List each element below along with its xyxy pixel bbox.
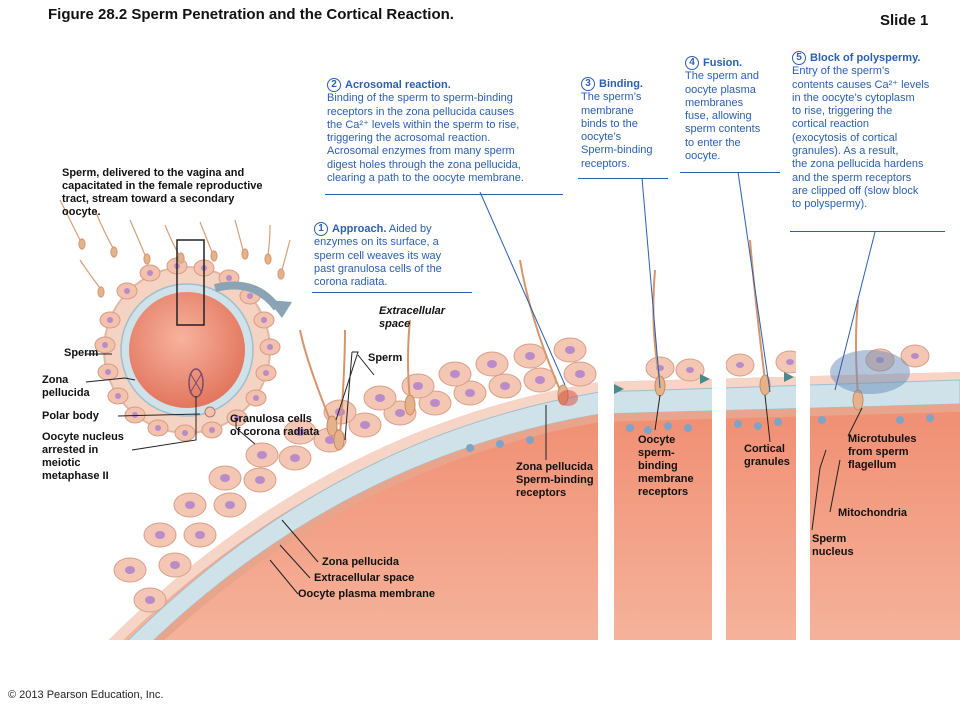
- copyright: © 2013 Pearson Education, Inc.: [8, 689, 164, 701]
- cross-section: [70, 372, 960, 681]
- panel-separators: [598, 190, 810, 720]
- oocyte-plasma-membrane-label: Oocyte plasma membrane: [298, 588, 435, 600]
- step-2-text: Binding of the sperm to sperm-binding re…: [327, 92, 524, 185]
- step-acrosomal-reaction: 2 Acrosomal reaction. Binding of the sper…: [327, 78, 577, 185]
- mitochondria-label: Mitochondria: [838, 507, 908, 519]
- step-2-number: 2: [327, 78, 341, 92]
- cortical-granules: [466, 414, 934, 452]
- oocyte-sperm-binding-receptors-label: Oocyte sperm- binding membrane receptors: [638, 434, 694, 498]
- polar-body-dot: [204, 406, 216, 418]
- step-pointer-lines: [479, 171, 876, 393]
- acrosomal-hole: [558, 390, 578, 406]
- figure-title: Figure 28.2 Sperm Penetration and the Co…: [48, 6, 454, 23]
- polar-body-label: Polar body: [42, 410, 99, 422]
- extracellular-space-label: Extracellular space: [379, 305, 446, 330]
- intro-label: Sperm, delivered to the vagina and capac…: [62, 167, 263, 218]
- step-block-of-polyspermy: 5 Block of polyspermy. Entry of the sperm…: [792, 51, 957, 212]
- oocyte-overview: [94, 257, 281, 442]
- sperm-center-label: Sperm: [368, 352, 403, 364]
- step-4-text: The sperm and oocyte plasma membranes fu…: [685, 70, 761, 163]
- oocyte-body: [129, 292, 245, 408]
- oocyte-nucleus-label: Oocyte nucleus arrested in meiotic metap…: [42, 431, 124, 482]
- leader-lines: [85, 351, 863, 595]
- step-1-heading: Approach.: [332, 223, 387, 235]
- step-5-heading: Block of polyspermy.: [810, 52, 921, 64]
- step-3-heading: Binding.: [599, 78, 643, 90]
- step-binding: 3 Binding. The sperm’s membrane binds to …: [581, 77, 681, 171]
- hardened-zona: [830, 350, 910, 394]
- zona-pellucida-bottom-label: Zona pellucida: [322, 556, 400, 568]
- step-1-text: Aided by enzymes on its surface, a sperm…: [314, 223, 442, 289]
- slide-number: Slide 1: [880, 12, 929, 29]
- zona-pellucida-left-label: Zona pellucida: [42, 374, 90, 399]
- oocyte-cytoplasm: [124, 412, 960, 680]
- step-fusion: 4 Fusion. The sperm and oocyte plasma mem…: [685, 56, 790, 163]
- sperm-nucleus-label: Sperm nucleus: [812, 533, 854, 558]
- microtubules-label: Microtubules from sperm flagellum: [848, 433, 917, 471]
- panel-arrows: [614, 372, 794, 394]
- step-5-text: Entry of the sperm’s contents causes Ca²…: [792, 65, 930, 211]
- step-4-number: 4: [685, 56, 699, 70]
- step-5-number: 5: [792, 51, 806, 65]
- cortical-granules-label: Cortical granules: [744, 443, 790, 468]
- sperm-stream: [59, 199, 291, 298]
- step-3-text: The sperm’s membrane binds to the oocyte…: [581, 91, 653, 170]
- step-1-number: 1: [314, 222, 328, 236]
- extracellular-space-bottom-label: Extracellular space: [314, 572, 415, 584]
- zoom-box: [176, 239, 205, 326]
- step-2-heading: Acrosomal reaction.: [345, 79, 451, 91]
- granulosa-cells-label: Granulosa cells of corona radiata: [230, 413, 320, 438]
- step-4-heading: Fusion.: [703, 57, 743, 69]
- sperm-left-label: Sperm: [64, 347, 99, 359]
- step-3-number: 3: [581, 77, 595, 91]
- step-approach: 1 Approach. Aided by enzymes on its surfa…: [314, 222, 484, 289]
- zp-sperm-binding-receptors-label: Zona pellucida Sperm-binding receptors: [516, 461, 594, 499]
